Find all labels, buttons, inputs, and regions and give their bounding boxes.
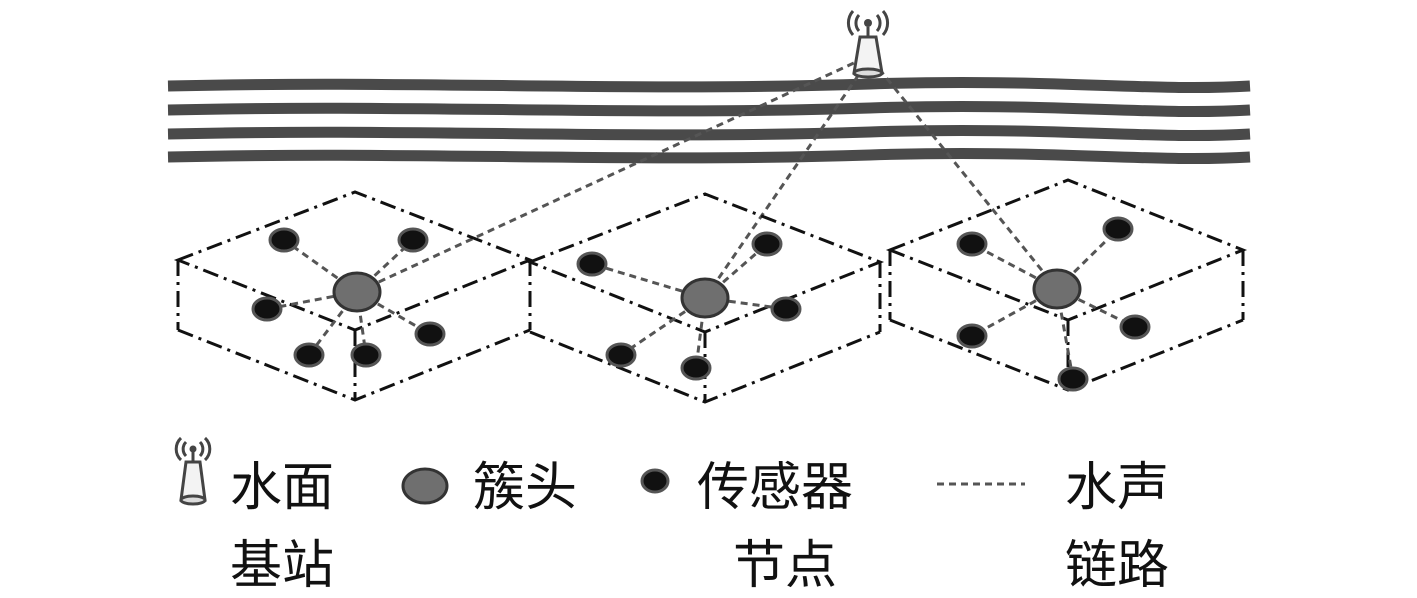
cluster-1-region xyxy=(173,190,535,402)
cluster-head xyxy=(680,277,730,319)
cluster-2-region xyxy=(525,192,885,404)
sensor-node xyxy=(576,251,608,277)
sensor-nodes xyxy=(251,216,1151,392)
cluster-heads xyxy=(332,268,1082,319)
acoustic-link xyxy=(703,69,864,299)
legend-cluster-head-icon xyxy=(401,467,449,505)
sensor-node xyxy=(956,323,988,349)
legend-acoustic-link-label-1: 水声 xyxy=(1065,458,1169,518)
legend: 水面 基站 簇头 传感器 节点 水声 链路 xyxy=(174,436,1169,596)
sensor-node xyxy=(1057,366,1089,392)
legend-sensor-node-icon xyxy=(640,468,670,494)
surface-station-icon xyxy=(846,10,890,79)
water-wave-line xyxy=(167,147,1251,165)
water-wave-line xyxy=(167,100,1251,118)
sensor-node xyxy=(397,227,429,253)
sensor-node xyxy=(751,231,783,257)
legend-sensor-node-label-2: 节点 xyxy=(733,536,837,596)
legend-cluster-head-label: 簇头 xyxy=(473,458,577,518)
sensor-node xyxy=(605,342,637,368)
sensor-node xyxy=(770,296,802,322)
acoustic-link xyxy=(356,60,857,294)
legend-surface-station-icon xyxy=(174,436,212,506)
water-surface xyxy=(167,76,1251,165)
sensor-node xyxy=(268,227,300,253)
legend-sensor-node-label-1: 传感器 xyxy=(697,458,853,518)
sensor-node xyxy=(956,231,988,257)
sensor-node xyxy=(1102,216,1134,242)
sensor-node xyxy=(350,342,382,368)
water-wave-line xyxy=(167,76,1251,94)
sensor-node xyxy=(1119,314,1151,340)
cluster-head xyxy=(1032,268,1082,310)
legend-surface-station-label-1: 水面 xyxy=(230,458,334,518)
surface-links xyxy=(356,60,1059,299)
legend-acoustic-link-label-2: 链路 xyxy=(1065,536,1169,596)
sensor-node xyxy=(293,342,325,368)
legend-surface-station-label-2: 基站 xyxy=(230,536,334,596)
sensor-node xyxy=(414,321,446,347)
sensor-node xyxy=(251,296,283,322)
water-wave-line xyxy=(167,124,1251,142)
sensor-node xyxy=(680,355,712,381)
acoustic-link xyxy=(878,69,1059,290)
cluster-head xyxy=(332,271,382,313)
